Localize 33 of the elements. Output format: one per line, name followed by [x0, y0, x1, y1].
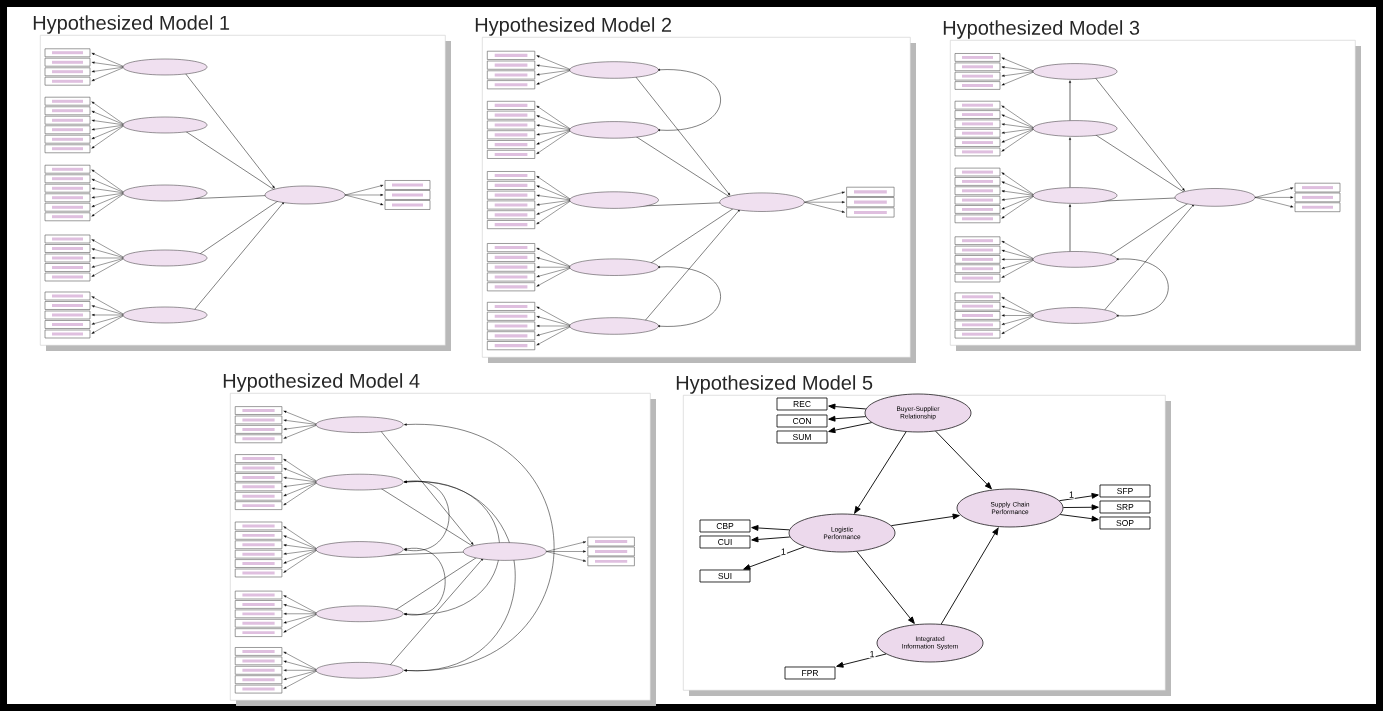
node-label: Hypothesized Model 2	[475, 17, 672, 36]
edge-label: 1	[1067, 490, 1075, 499]
indicator-box: CBP	[699, 519, 751, 533]
edge-label: 1	[779, 547, 787, 556]
indicator-box: CUI	[699, 535, 751, 549]
arrow	[940, 527, 999, 625]
arrow	[743, 546, 805, 570]
arrow	[856, 551, 915, 624]
arrow	[854, 431, 907, 514]
indicator-box: SRP	[1099, 500, 1151, 514]
arrow	[828, 415, 867, 422]
indicator-box: CON	[776, 414, 828, 428]
arrow	[1062, 504, 1099, 511]
indicator-box: SUM	[776, 430, 828, 444]
node-label: Hypothesized Model 3	[943, 20, 1140, 39]
arrow	[751, 536, 791, 543]
indicator-box: REC	[776, 397, 828, 411]
arrow	[828, 403, 867, 410]
arrow	[935, 430, 992, 490]
node-label: Hypothesized Model 1	[33, 15, 230, 34]
arrow	[1059, 514, 1099, 522]
arrow	[751, 525, 790, 531]
arrow	[890, 513, 960, 527]
indicator-box: SOP	[1099, 516, 1151, 530]
edge-label: 1	[868, 650, 876, 659]
node-label: Hypothesized Model 5	[676, 375, 873, 394]
arrow	[836, 653, 887, 668]
arrow	[1058, 492, 1099, 502]
arrow	[828, 422, 873, 434]
indicator-box: FPR	[784, 666, 836, 680]
indicator-box: SFP	[1099, 484, 1151, 498]
indicator-box: SUI	[699, 569, 751, 583]
node-label: Hypothesized Model 4	[223, 373, 420, 392]
